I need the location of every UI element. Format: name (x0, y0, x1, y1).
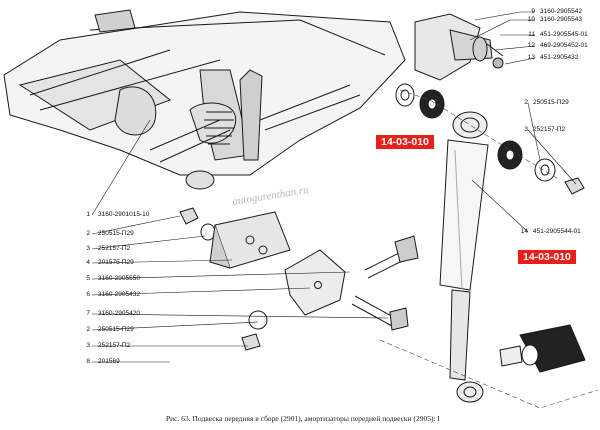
part-number: 2 (86, 326, 90, 333)
part-code: 3160-2905550 (98, 275, 140, 282)
part-code: 250515-П29 (98, 230, 134, 237)
figure-caption: Рис. 63. Подвеска передняя в сборе (2901… (166, 414, 440, 423)
part-number: 11 (528, 31, 535, 38)
part-code: 3160-2905543 (540, 16, 582, 23)
part-code: 3160-2905542 (540, 8, 582, 15)
part-code: 250515-П29 (98, 326, 134, 333)
part-code: 451-2905432 (540, 54, 579, 61)
shock-upper-bracket (414, 13, 504, 81)
shock-absorber (439, 111, 586, 403)
upper-bushings (395, 83, 585, 195)
part-code: 469-2905452-01 (540, 42, 588, 49)
part-number: 3 (86, 342, 90, 349)
part-code: 3160-2905432 (98, 291, 140, 298)
ref-badge-upper: 14-03-010 (376, 135, 434, 149)
part-number: 8 (86, 358, 90, 365)
part-code: 252157-П2 (533, 126, 566, 133)
part-code: 3160-2901015-10 (98, 211, 150, 218)
part-code: 252157-П2 (98, 342, 131, 349)
part-number: 6 (86, 291, 90, 298)
part-number: 9 (531, 8, 535, 15)
part-number: 5 (86, 275, 90, 282)
part-code: 252157-П2 (98, 245, 131, 252)
part-number: 13 (527, 54, 535, 61)
part-number: 12 (527, 42, 535, 49)
frame-assembly (3, 9, 406, 190)
ref-badge-lower: 14-03-010 (518, 250, 576, 264)
part-code: 250515-П29 (533, 99, 569, 106)
part-number: 3 (86, 245, 90, 252)
part-code: 3160-2905420 (98, 310, 140, 317)
part-number: 14 (520, 228, 528, 235)
part-number: 1 (86, 211, 90, 218)
part-number: 2 (86, 230, 90, 237)
part-code: 201569 (98, 358, 120, 365)
part-number: 7 (86, 310, 90, 317)
part-code: 451-2905544-01 (533, 228, 581, 235)
part-code: 451-2905545-01 (540, 31, 588, 38)
part-number: 4 (86, 259, 90, 266)
leader-lines (91, 11, 577, 363)
part-code: 201575-П29 (98, 259, 134, 266)
part-number: 10 (527, 16, 535, 23)
part-number: 2 (524, 99, 528, 106)
part-number: 3 (524, 126, 528, 133)
lower-parts (179, 207, 419, 351)
